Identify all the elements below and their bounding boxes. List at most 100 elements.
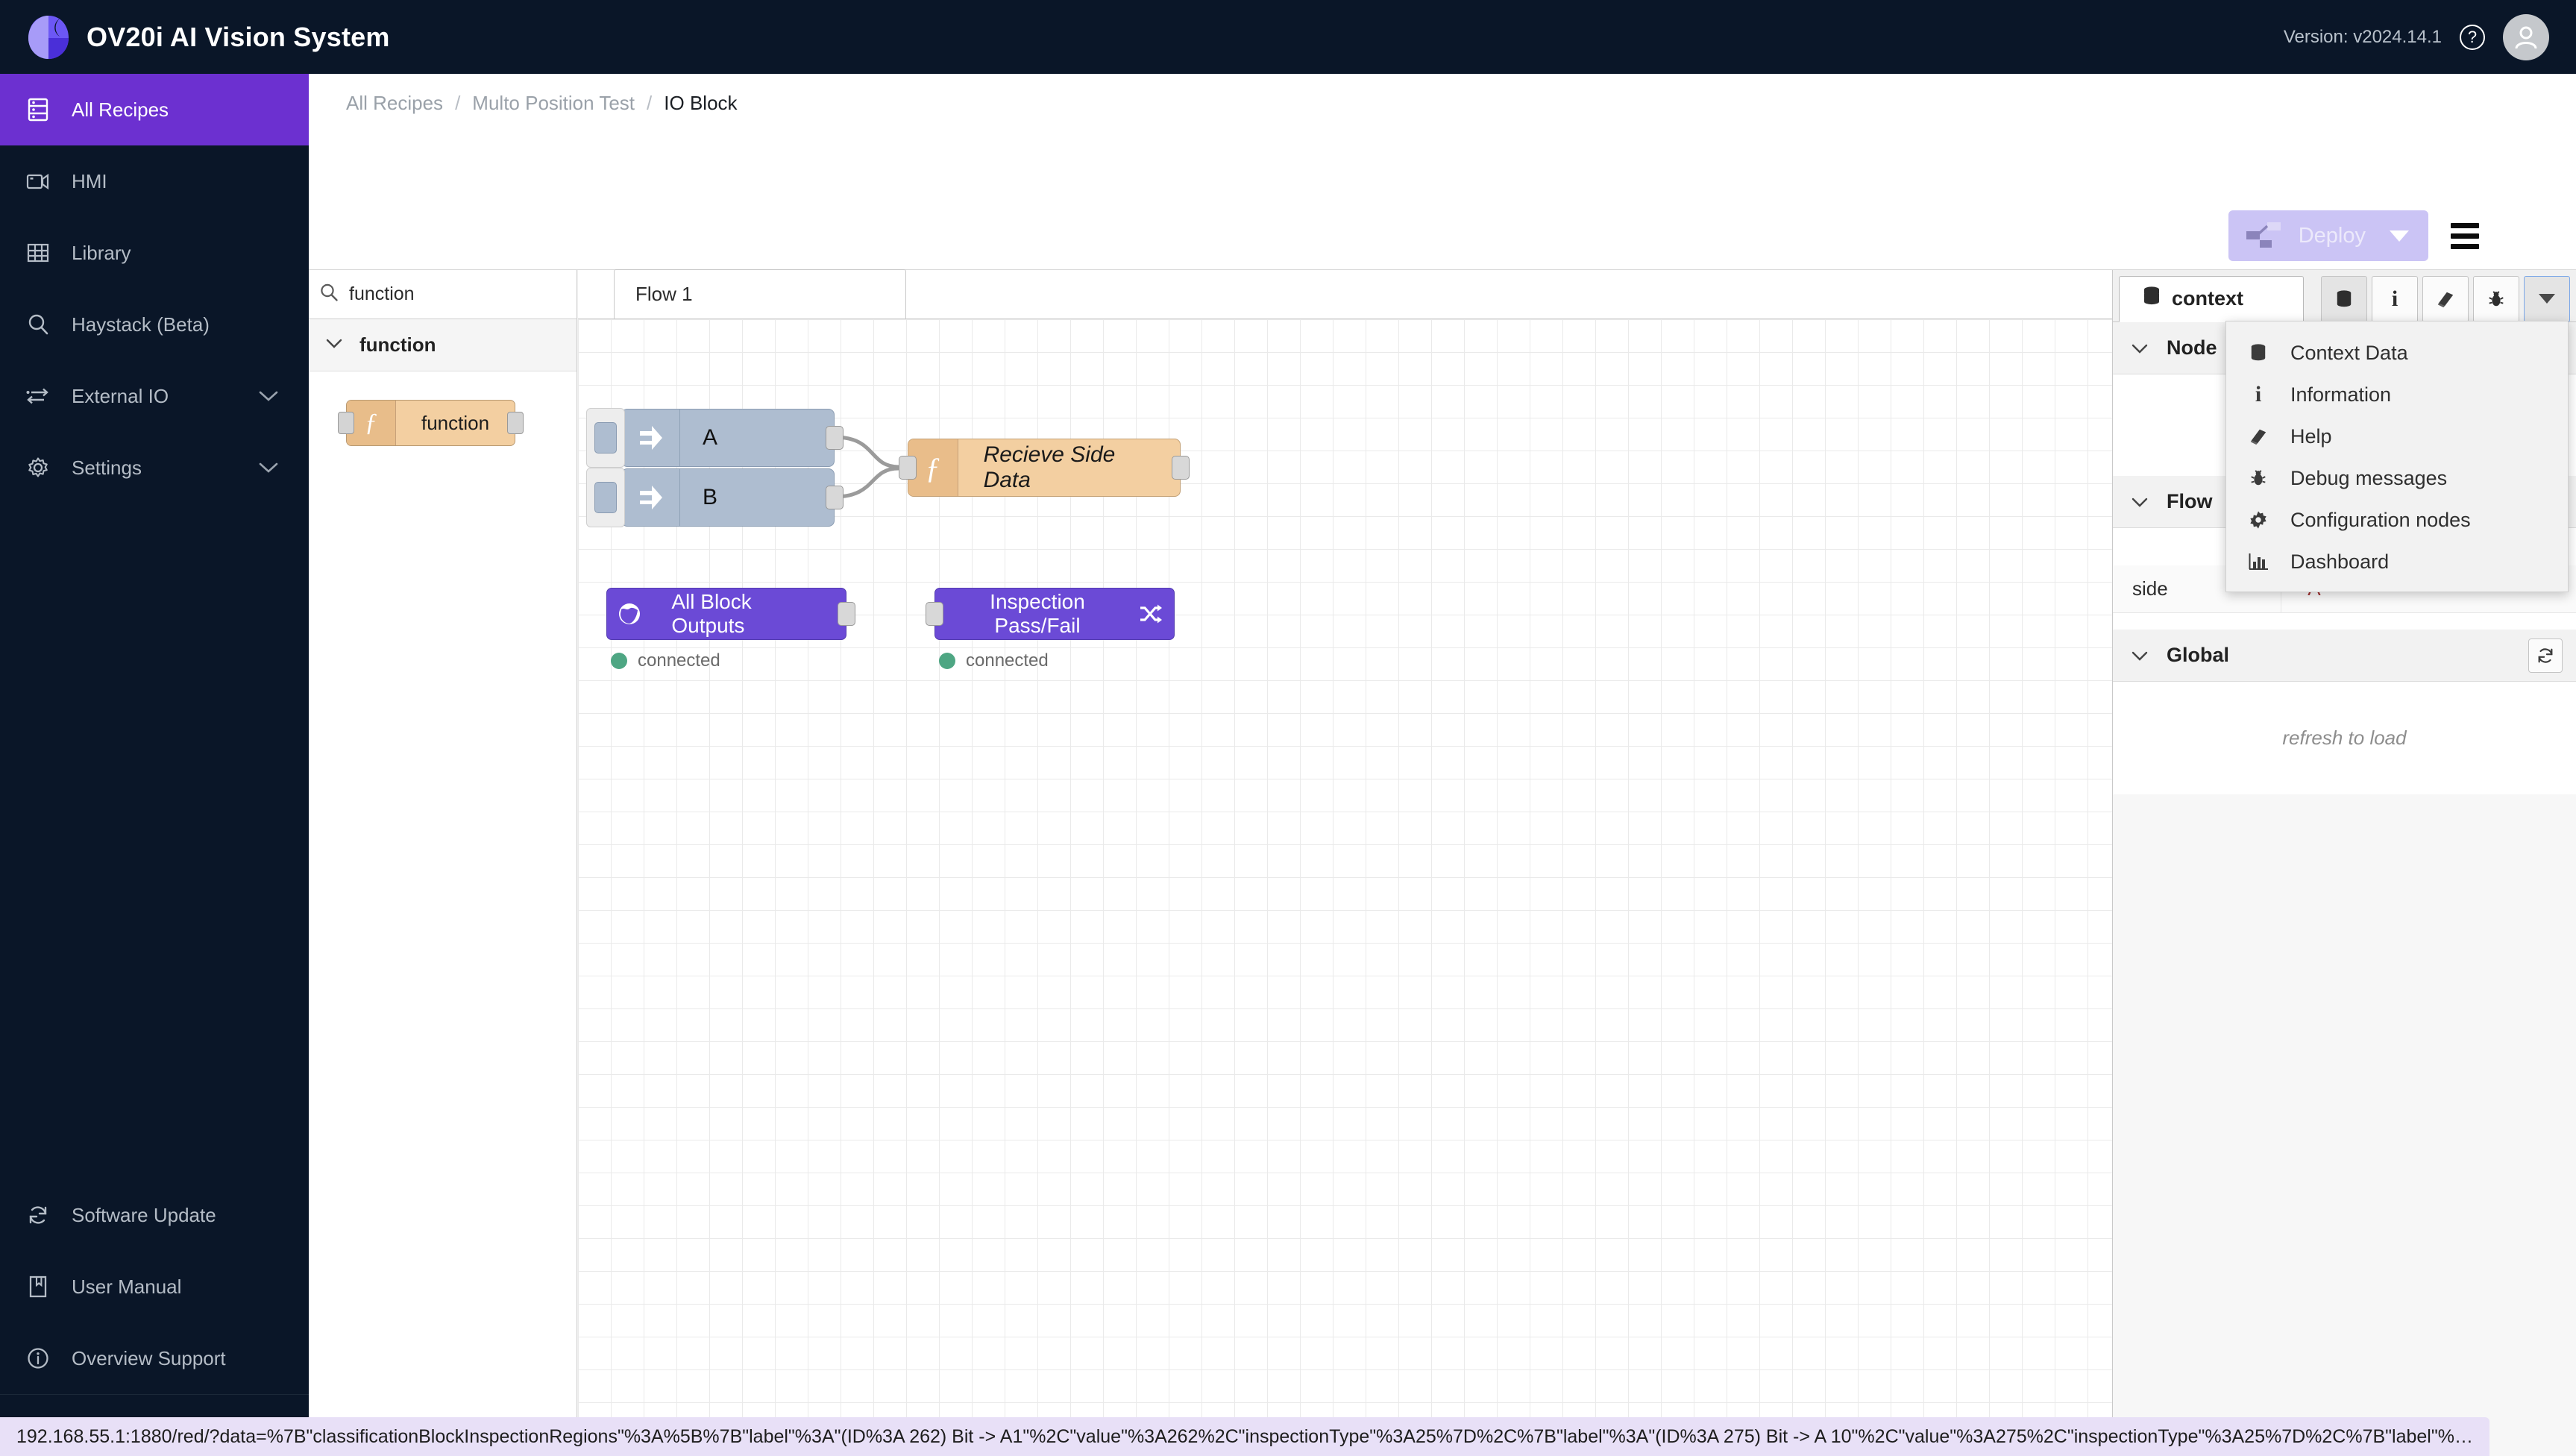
transfer-icon — [25, 383, 51, 409]
tab-context[interactable]: context — [2119, 275, 2304, 322]
node-output-port[interactable] — [826, 486, 844, 509]
globe-icon — [607, 589, 652, 639]
hamburger-menu-icon[interactable] — [2451, 222, 2479, 249]
palette-category-label: function — [359, 333, 436, 356]
sidebar-item-label: User Manual — [72, 1275, 182, 1298]
sidebar-item-label: External IO — [72, 384, 169, 407]
menu-item-label: Information — [2290, 383, 2392, 406]
top-bar: OV20i AI Vision System Version: v2024.14… — [0, 0, 2576, 74]
node-status-label: connected — [638, 650, 720, 671]
global-empty-note: refresh to load — [2282, 727, 2407, 749]
server-icon — [25, 97, 51, 122]
help-tool[interactable] — [2422, 275, 2469, 322]
node-status-label: connected — [966, 650, 1049, 671]
menu-item-context-data[interactable]: Context Data — [2226, 332, 2568, 374]
function-node-recieve-side-data[interactable]: ƒ Recieve Side Data — [899, 439, 1190, 497]
grid-icon — [25, 240, 51, 266]
refresh-global-button[interactable] — [2528, 638, 2563, 673]
deploy-label: Deploy — [2298, 223, 2366, 248]
section-title: Node — [2167, 336, 2217, 359]
breadcrumb-separator: / — [647, 92, 653, 114]
avatar[interactable] — [2503, 13, 2549, 60]
sidebar-dropdown-menu: Context Data i Information Help — [2225, 321, 2569, 592]
sidebar-item-haystack[interactable]: Haystack (Beta) — [0, 289, 309, 360]
chevron-down-icon — [2131, 644, 2149, 667]
database-icon — [2337, 289, 2352, 307]
node-button-a[interactable] — [586, 408, 625, 468]
node-input-port[interactable] — [926, 602, 943, 626]
chevron-down-icon[interactable] — [2390, 230, 2409, 242]
node-input-port[interactable] — [899, 456, 917, 480]
palette-search[interactable]: ✖ — [309, 270, 622, 319]
function-node-label: Recieve Side Data — [983, 442, 1116, 492]
sidebar-item-overview-support[interactable]: Overview Support — [0, 1322, 309, 1394]
breadcrumb: All Recipes / Multo Position Test / IO B… — [346, 92, 738, 115]
breadcrumb-item-all-recipes[interactable]: All Recipes — [346, 92, 444, 114]
video-icon — [25, 169, 51, 194]
sidebar-item-settings[interactable]: Settings — [0, 432, 309, 503]
sidebar-item-library[interactable]: Library — [0, 217, 309, 289]
debug-tool[interactable] — [2473, 275, 2519, 322]
menu-item-help[interactable]: Help — [2226, 415, 2568, 457]
sidebar-item-user-manual[interactable]: User Manual — [0, 1251, 309, 1322]
deploy-toolbar: Deploy — [2228, 210, 2479, 261]
information-tool[interactable]: i — [2372, 275, 2418, 322]
node-output-port[interactable] — [1172, 456, 1190, 480]
chevron-down-icon[interactable] — [258, 385, 279, 408]
search-icon — [319, 283, 339, 306]
breadcrumb-item-multo-position-test[interactable]: Multo Position Test — [472, 92, 635, 114]
section-title: Global — [2167, 644, 2230, 666]
menu-item-debug-messages[interactable]: Debug messages — [2226, 457, 2568, 499]
bar-chart-icon — [2246, 552, 2271, 571]
mqtt-node-all-block-outputs[interactable]: All Block Outputs — [606, 588, 855, 640]
node-output-port[interactable] — [838, 602, 855, 626]
menu-item-label: Debug messages — [2290, 466, 2448, 489]
sidebar-item-hmi[interactable]: HMI — [0, 145, 309, 217]
sidebar: All Recipes HMI Library Haystack (Beta) — [0, 74, 309, 1456]
deploy-icon — [2245, 219, 2285, 253]
section-body-global: refresh to load — [2113, 682, 2576, 794]
status-dot-connected — [939, 653, 955, 669]
info-i-icon: i — [2391, 286, 2398, 311]
io-node-a[interactable]: A — [586, 408, 844, 468]
menu-item-label: Context Data — [2290, 341, 2408, 364]
palette-search-input[interactable] — [349, 283, 589, 305]
context-data-tool[interactable] — [2321, 275, 2367, 322]
menu-item-configuration-nodes[interactable]: Configuration nodes — [2226, 499, 2568, 541]
right-sidebar-tools: i — [2321, 275, 2570, 322]
help-icon[interactable]: ? — [2460, 24, 2485, 50]
section-header-global[interactable]: Global — [2113, 630, 2576, 682]
info-icon — [25, 1346, 51, 1371]
flow-tab-flow-1[interactable]: Flow 1 — [614, 269, 906, 318]
io-node-label: A — [703, 425, 718, 450]
brand: OV20i AI Vision System — [27, 14, 390, 60]
menu-item-label: Dashboard — [2290, 550, 2390, 573]
node-output-port[interactable] — [826, 426, 844, 450]
right-sidebar: context i — [2112, 270, 2576, 1456]
sidebar-spacer — [0, 503, 309, 1179]
sidebar-item-all-recipes[interactable]: All Recipes — [0, 74, 309, 145]
mqtt-node-inspection-pass-fail[interactable]: Inspection Pass/Fail — [926, 588, 1175, 640]
database-icon — [2142, 286, 2161, 312]
main-area: All Recipes / Multo Position Test / IO B… — [309, 74, 2576, 1456]
chevron-down-icon — [2131, 336, 2149, 360]
menu-item-information[interactable]: i Information — [2226, 374, 2568, 415]
node-input-port[interactable] — [338, 412, 354, 434]
version-label: Version: v2024.14.1 — [2284, 27, 2442, 48]
sidebar-item-label: HMI — [72, 169, 107, 192]
sidebar-item-external-io[interactable]: External IO — [0, 360, 309, 432]
deploy-button[interactable]: Deploy — [2228, 210, 2428, 261]
chevron-down-icon[interactable] — [258, 456, 279, 480]
palette-node-function[interactable]: ƒ function — [338, 400, 524, 446]
sidebar-item-software-update[interactable]: Software Update — [0, 1179, 309, 1251]
node-button-b[interactable] — [586, 468, 625, 527]
chevron-down-icon — [325, 337, 343, 353]
palette-category-function[interactable]: function — [309, 319, 577, 371]
node-palette: ✖ function ƒ function — [309, 270, 622, 1456]
sidebar-item-label: Haystack (Beta) — [72, 313, 210, 336]
menu-item-dashboard[interactable]: Dashboard — [2226, 541, 2568, 583]
node-output-port[interactable] — [507, 412, 524, 434]
io-node-b[interactable]: B — [586, 468, 844, 527]
sidebar-menu-tool[interactable] — [2524, 275, 2570, 322]
book-icon — [2437, 292, 2454, 307]
